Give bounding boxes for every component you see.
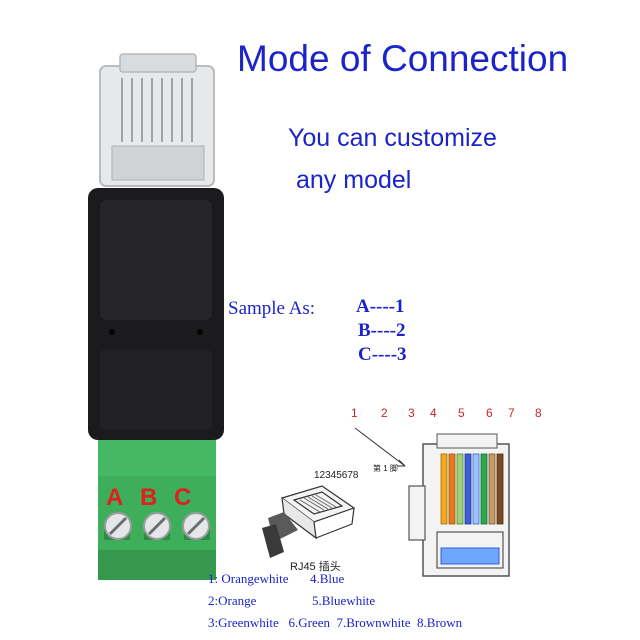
legend-pin-5: 5.Bluewhite — [312, 593, 376, 608]
rj45-adapter-illustration — [88, 53, 224, 580]
sample-map-b: B----2 — [358, 320, 406, 341]
legend-pin-4: 4.Blue — [310, 571, 345, 586]
terminal-label-a: A — [106, 484, 124, 511]
terminal-screws — [104, 512, 210, 540]
rj45-plug-sketch — [262, 485, 356, 558]
pin-number-7: 7 — [508, 406, 515, 420]
pin-number-3: 3 — [408, 406, 415, 420]
pin-number-2: 2 — [381, 406, 388, 420]
sample-map-a: A----1 — [356, 296, 405, 317]
subtitle-line-2: any model — [296, 166, 412, 194]
sample-label: Sample As: — [228, 298, 316, 319]
pin-number-5: 5 — [458, 406, 465, 420]
sample-map-c: C----3 — [358, 344, 407, 365]
wire-pins — [440, 453, 504, 525]
pin-number-4: 4 — [430, 406, 437, 420]
terminal-label-b: B — [140, 484, 158, 511]
pin-number-8: 8 — [535, 406, 542, 420]
legend-pin-1: 1: Orangewhite — [208, 571, 289, 586]
terminal-label-c: C — [174, 484, 192, 511]
pin-number-6: 6 — [486, 406, 493, 420]
legend-pin-2: 2:Orange — [208, 593, 257, 608]
page-title: Mode of Connection — [237, 38, 569, 79]
subtitle-line-1: You can customize — [288, 124, 497, 152]
t568b-wiring-diagram — [354, 427, 510, 577]
first-pin-label: 第 1 脚 — [373, 464, 398, 473]
pin-number-1: 1 — [351, 406, 358, 420]
plug-pin-label: 12345678 — [314, 470, 359, 481]
legend-pins-3-6-7-8: 3:Greenwhite 6.Green 7.Brownwhite 8.Brow… — [208, 615, 463, 630]
plug-caption: RJ45 插头 — [290, 561, 341, 573]
